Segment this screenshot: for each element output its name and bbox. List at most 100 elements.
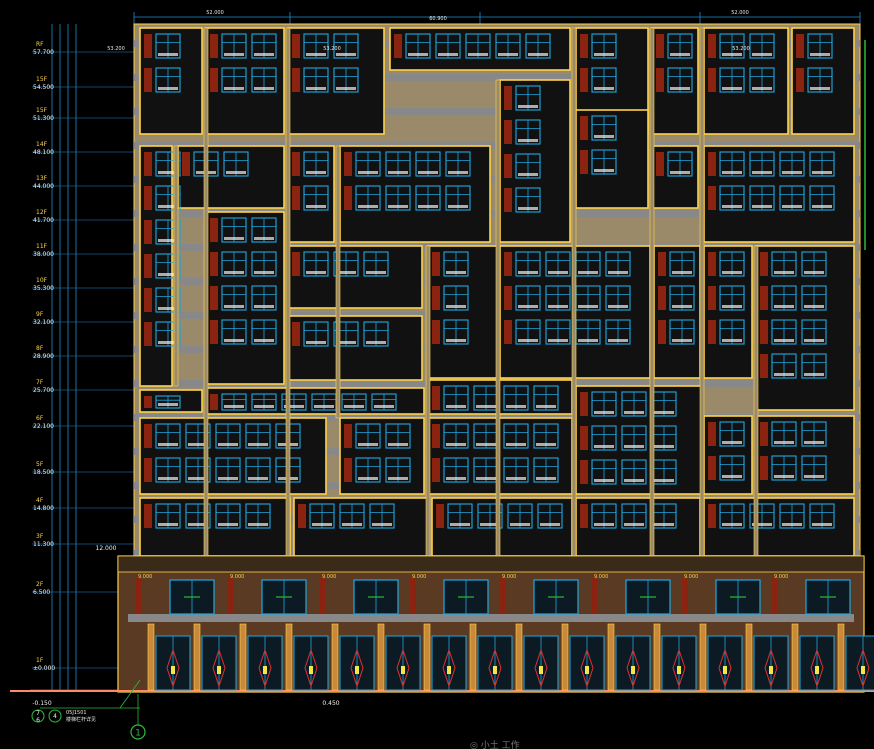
window-sill <box>224 87 244 90</box>
level-floor-label: 5F <box>36 461 44 468</box>
storefront-door-ornament <box>442 648 456 688</box>
facade-bay <box>339 417 425 495</box>
storefront-column <box>745 623 753 691</box>
window-sill <box>388 171 408 174</box>
brick-pier <box>210 320 218 344</box>
window-sill <box>594 479 614 482</box>
window-sill <box>446 477 466 480</box>
brick-pier <box>796 68 804 92</box>
window-sill <box>476 443 496 446</box>
window-sill <box>752 523 772 526</box>
window-sill <box>670 171 690 174</box>
window-sill <box>306 205 326 208</box>
storefront-door-ornament <box>672 648 686 688</box>
window-sill <box>188 477 208 480</box>
window-sill <box>366 271 386 274</box>
level-elev-label: 57.700 <box>33 49 54 56</box>
dimension-lines <box>30 12 866 691</box>
level-floor-label: 6F <box>36 415 44 422</box>
window-sill <box>306 87 326 90</box>
window-sill <box>752 171 772 174</box>
window-sill <box>722 271 742 274</box>
window-sill <box>594 445 614 448</box>
window-sill <box>306 271 326 274</box>
window-sill <box>540 523 560 526</box>
brick-pier <box>144 504 152 528</box>
facade-bay <box>575 385 703 495</box>
ground-elev-label: -0.150 <box>32 700 52 707</box>
window-sill <box>314 405 334 408</box>
level-elev-label: 18.500 <box>33 469 54 476</box>
storefront-glazing <box>845 635 874 691</box>
window-sill <box>672 271 692 274</box>
floor-slab <box>134 74 860 81</box>
facade-bay <box>287 27 385 135</box>
facade-bay <box>205 211 285 385</box>
brick-pier <box>760 422 768 446</box>
top-dim-2: 60.900 <box>429 16 447 22</box>
brick-pier <box>210 252 218 276</box>
level-floor-label: 4F <box>36 497 44 504</box>
brick-pier <box>658 252 666 276</box>
brick-pier <box>210 286 218 310</box>
window-sill <box>248 523 268 526</box>
window-sill <box>446 443 466 446</box>
window-sill <box>450 523 470 526</box>
window-sill <box>224 405 244 408</box>
level-elev-label: 11.300 <box>33 541 54 548</box>
brick-pier <box>144 152 152 176</box>
window-sill <box>448 205 468 208</box>
brick-pier <box>580 116 588 140</box>
brick-pier <box>580 392 588 416</box>
storefront-column <box>561 623 569 691</box>
detail-callout: 7 6 4 05J1501 楼梯栏杆详见 <box>31 679 141 724</box>
level-floor-label: 8F <box>36 345 44 352</box>
window-sill <box>774 373 794 376</box>
window-sill <box>306 53 326 56</box>
brick-pier <box>708 456 716 480</box>
brick-pier <box>432 458 440 482</box>
window-sill <box>774 305 794 308</box>
detail-tag-b-num: 4 <box>53 713 57 720</box>
window-sill <box>388 205 408 208</box>
window-sill <box>536 405 556 408</box>
window-sill <box>536 477 556 480</box>
window-sill <box>722 339 742 342</box>
shop-elev-label: 9.000 <box>138 574 152 580</box>
brick-pier <box>760 252 768 276</box>
pilaster <box>285 27 291 557</box>
level-elev-label: 14.800 <box>33 505 54 512</box>
top-dim-3: 52.000 <box>731 10 749 16</box>
window-sill <box>388 477 408 480</box>
window-sill <box>254 405 274 408</box>
brick-pier <box>760 354 768 378</box>
pilaster <box>649 27 655 557</box>
window-sill <box>248 477 268 480</box>
podium-pier <box>320 578 326 614</box>
window-sill <box>518 207 538 210</box>
window-sill <box>518 139 538 142</box>
bottom-dim-label: 0.450 <box>322 700 339 707</box>
storefront-door-ornament <box>718 648 732 688</box>
brick-pier <box>210 218 218 242</box>
storefront-column <box>469 623 477 691</box>
window-sill <box>810 53 830 56</box>
facade-bay <box>575 497 701 557</box>
storefront-door-light <box>769 666 773 674</box>
shop-elev-label: 9.000 <box>684 574 698 580</box>
level-floor-label: 15F <box>36 76 48 83</box>
storefront-column <box>285 623 293 691</box>
window-sill <box>812 523 832 526</box>
level-floor-label: 13F <box>36 175 48 182</box>
window-sill <box>506 443 526 446</box>
storefront-door-ornament <box>764 648 778 688</box>
brick-pier <box>292 68 300 92</box>
brick-pier <box>708 320 716 344</box>
window-sill <box>306 171 326 174</box>
window-sill <box>366 341 386 344</box>
storefront-door-light <box>447 666 451 674</box>
window-sill <box>518 339 538 342</box>
window-sill <box>722 87 742 90</box>
window-sill <box>158 403 178 406</box>
